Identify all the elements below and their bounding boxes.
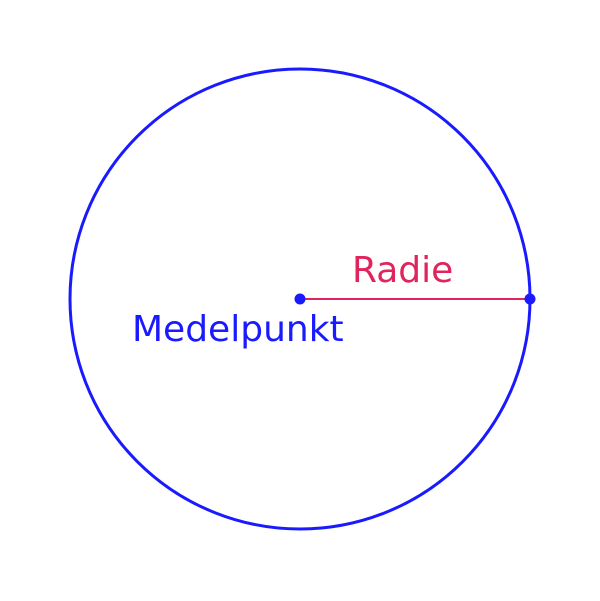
center-label: Medelpunkt <box>132 309 344 350</box>
radius-label: Radie <box>352 250 453 291</box>
center-point <box>294 293 306 305</box>
edge-point <box>524 293 536 305</box>
